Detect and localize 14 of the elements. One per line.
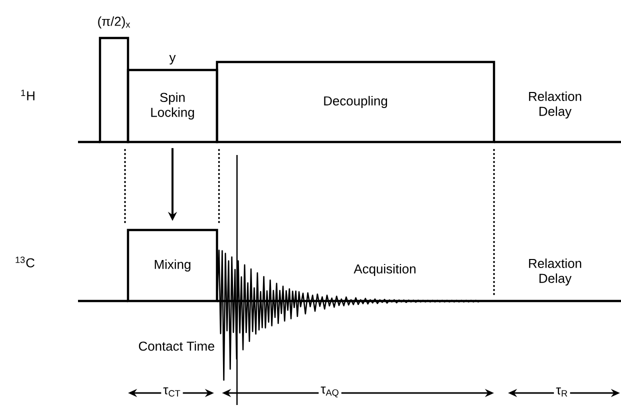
duration-label: τ$_{R}$ [554, 386, 570, 398]
period-label: Relaxtion Delay [529, 258, 582, 286]
pulse-label: (π/2)$_{x}$ [98, 16, 130, 28]
contact-time-label: Contact Time [138, 341, 214, 351]
channel-label: $^{13}$C [16, 256, 34, 268]
box-label: Spin Locking [151, 92, 194, 120]
channel-label: $^{1}$H [21, 90, 34, 100]
phase-label: y [169, 54, 176, 64]
period-label: Acquisition [354, 264, 416, 276]
box-label: Mixing [154, 259, 190, 272]
duration-label: τ$_{CT}$ [161, 385, 183, 399]
duration-label: τ$_{AQ}$ [318, 384, 342, 400]
box-label: Decoupling [324, 96, 388, 108]
period-label: Relaxtion Delay [529, 91, 582, 118]
